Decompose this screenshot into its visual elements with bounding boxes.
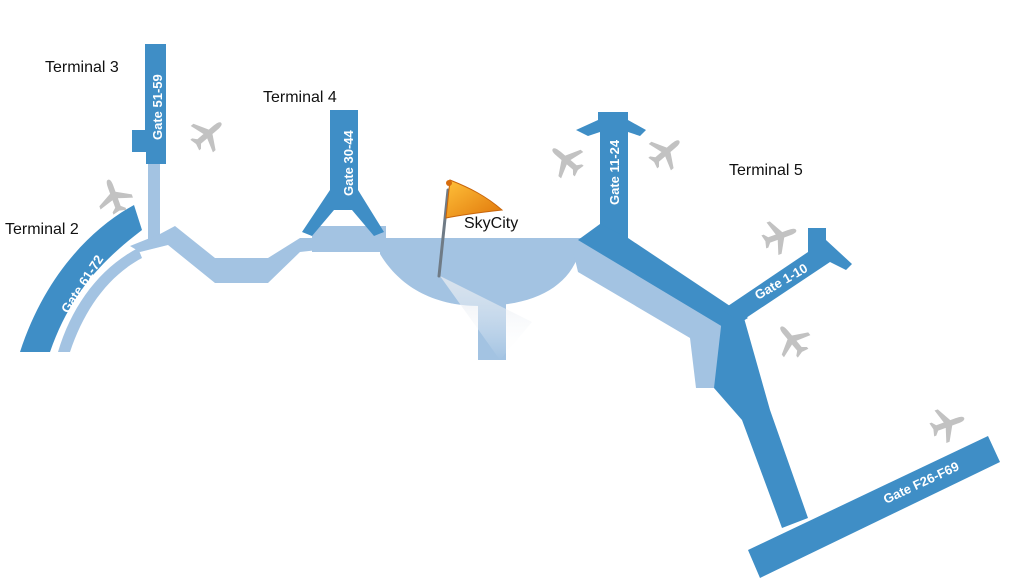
gate-11-24-label[interactable]: Gate 11-24 bbox=[607, 139, 622, 205]
concourse-gate-51-59 bbox=[132, 44, 166, 164]
terminal-3-label: Terminal 3 bbox=[45, 59, 119, 76]
airplane-icon bbox=[767, 315, 817, 365]
flag-pin-icon[interactable] bbox=[437, 179, 504, 278]
flag-shadow bbox=[440, 276, 532, 360]
concourse-gate-30-44 bbox=[302, 110, 384, 236]
connector-walkways bbox=[58, 160, 730, 388]
concourse-gate-f26-f69 bbox=[748, 436, 1000, 578]
skycity-label[interactable]: SkyCity bbox=[464, 215, 518, 232]
terminal-5-label: Terminal 5 bbox=[729, 162, 803, 179]
gate-1-10-label[interactable]: Gate 1-10 bbox=[752, 260, 810, 302]
gate-concourses bbox=[20, 44, 1000, 578]
airplane-icon bbox=[757, 213, 803, 259]
concourse-gate-61-72 bbox=[20, 205, 142, 352]
airplane-icon bbox=[541, 135, 591, 185]
gate-30-44-label[interactable]: Gate 30-44 bbox=[341, 129, 356, 196]
airplane-icon bbox=[641, 127, 691, 177]
gate-51-59-label[interactable]: Gate 51-59 bbox=[150, 74, 165, 140]
concourse-gate-11-24 bbox=[576, 112, 646, 238]
terminal-4-label: Terminal 4 bbox=[263, 89, 337, 106]
concourse-gate-1-10 bbox=[722, 228, 852, 322]
airplane-icon bbox=[925, 401, 971, 447]
airplane-icon bbox=[183, 109, 233, 159]
terminal-2-label: Terminal 2 bbox=[5, 221, 79, 238]
